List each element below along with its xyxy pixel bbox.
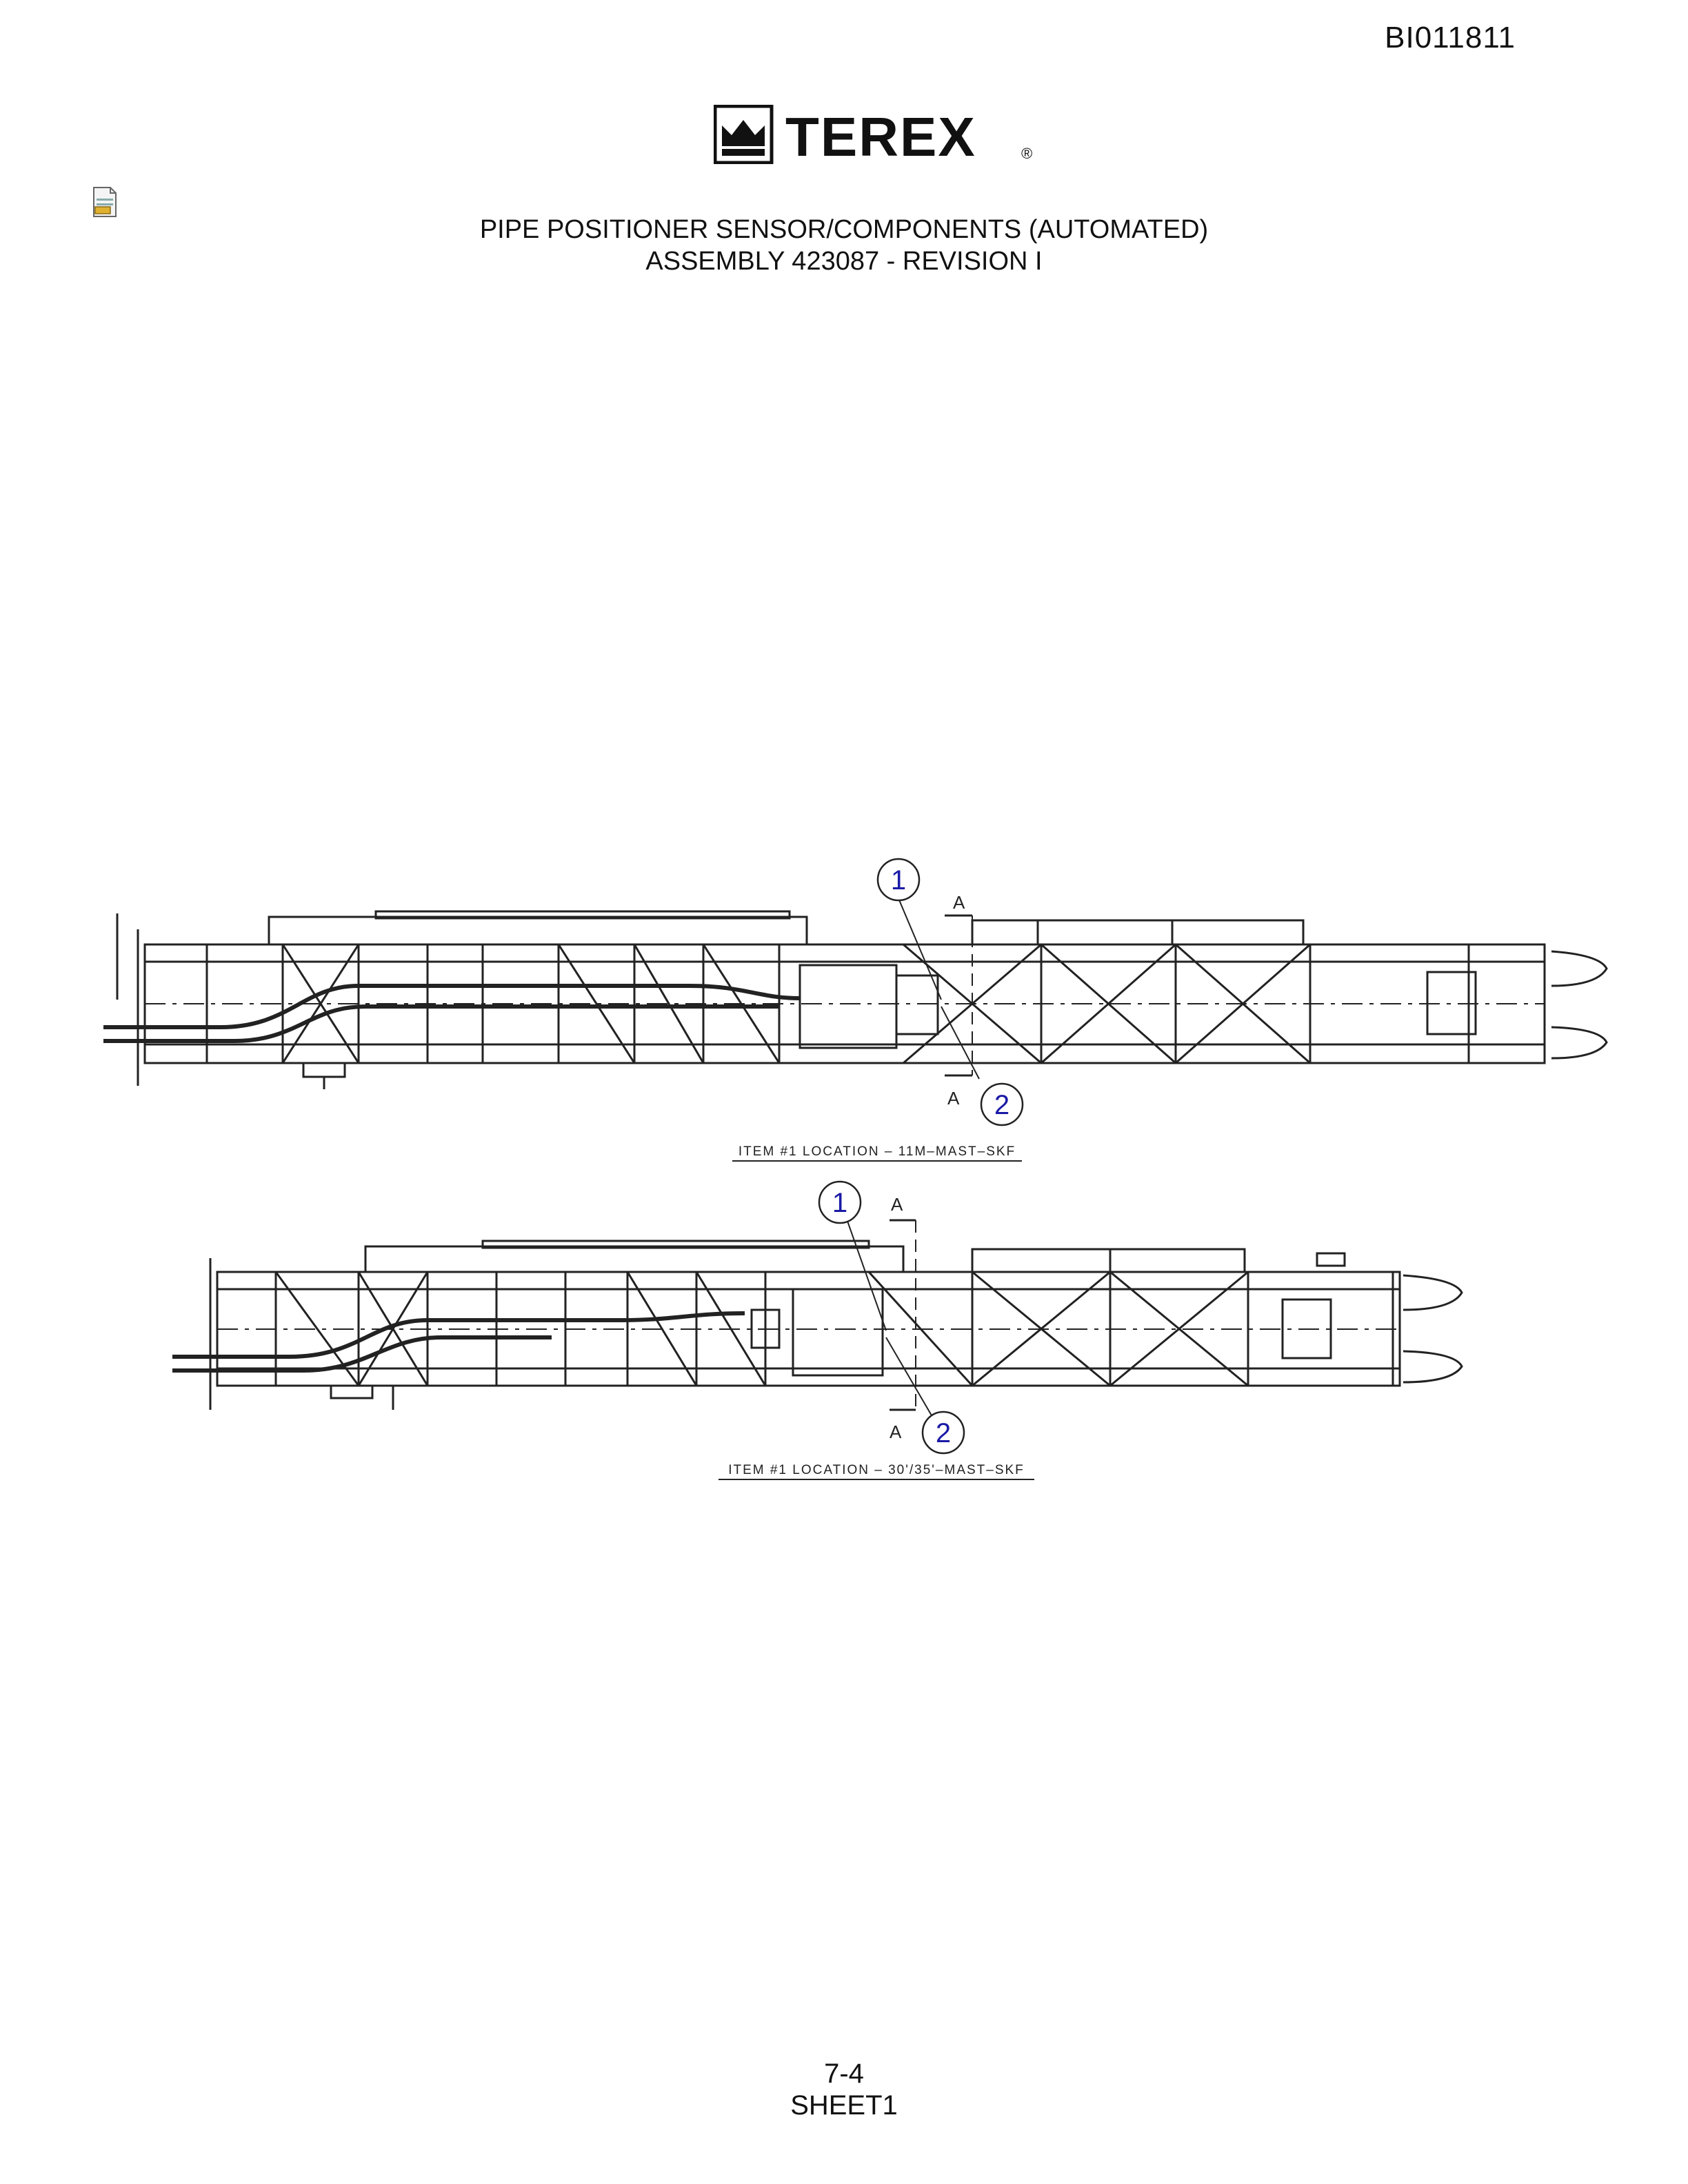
brand-wordmark: TEREX <box>785 106 976 164</box>
callout-2[interactable]: 2 <box>921 1410 965 1455</box>
callout-1[interactable]: 1 <box>876 858 921 902</box>
section-mark-top: A <box>891 1194 903 1215</box>
terex-crown-icon <box>714 105 774 164</box>
drawing-title: PIPE POSITIONER SENSOR/COMPONENTS (AUTOM… <box>0 214 1688 277</box>
sheet-label: SHEET1 <box>790 2090 898 2121</box>
callout-2-label: 2 <box>994 1090 1009 1120</box>
callout-1-label: 1 <box>891 865 906 896</box>
registered-mark: ® <box>1021 145 1032 162</box>
callout-2[interactable]: 2 <box>980 1082 1024 1126</box>
document-id: BI011811 <box>1385 21 1516 54</box>
drawing-caption: ITEM #1 LOCATION – 30'/35'–MAST–SKF <box>728 1463 1025 1477</box>
section-mark-top: A <box>953 892 965 913</box>
document-attachment-icon[interactable] <box>91 186 119 218</box>
callout-1[interactable]: 1 <box>818 1180 862 1224</box>
section-mark-bottom: A <box>947 1088 960 1109</box>
callout-2-label: 2 <box>936 1418 951 1448</box>
page-footer: 7-4 SHEET1 <box>0 2058 1688 2121</box>
terex-logo: TEREX ® <box>714 105 1032 164</box>
title-line-1: PIPE POSITIONER SENSOR/COMPONENTS (AUTOM… <box>479 215 1209 244</box>
section-mark-bottom: A <box>890 1422 902 1442</box>
mast-drawing-30-35ft: 1 2 A A ITEM #1 LOCATION – 30'/35'–MAST–… <box>172 1180 1463 1480</box>
mast-drawing-11m: 1 2 A A ITEM #1 LOCATION – 11M–MAST–SKF <box>103 858 1608 1162</box>
page-number: 7-4 <box>824 2059 864 2089</box>
title-line-2: ASSEMBLY 423087 - REVISION I <box>645 247 1043 276</box>
callout-1-label: 1 <box>832 1188 847 1218</box>
drawing-caption: ITEM #1 LOCATION – 11M–MAST–SKF <box>738 1144 1016 1159</box>
